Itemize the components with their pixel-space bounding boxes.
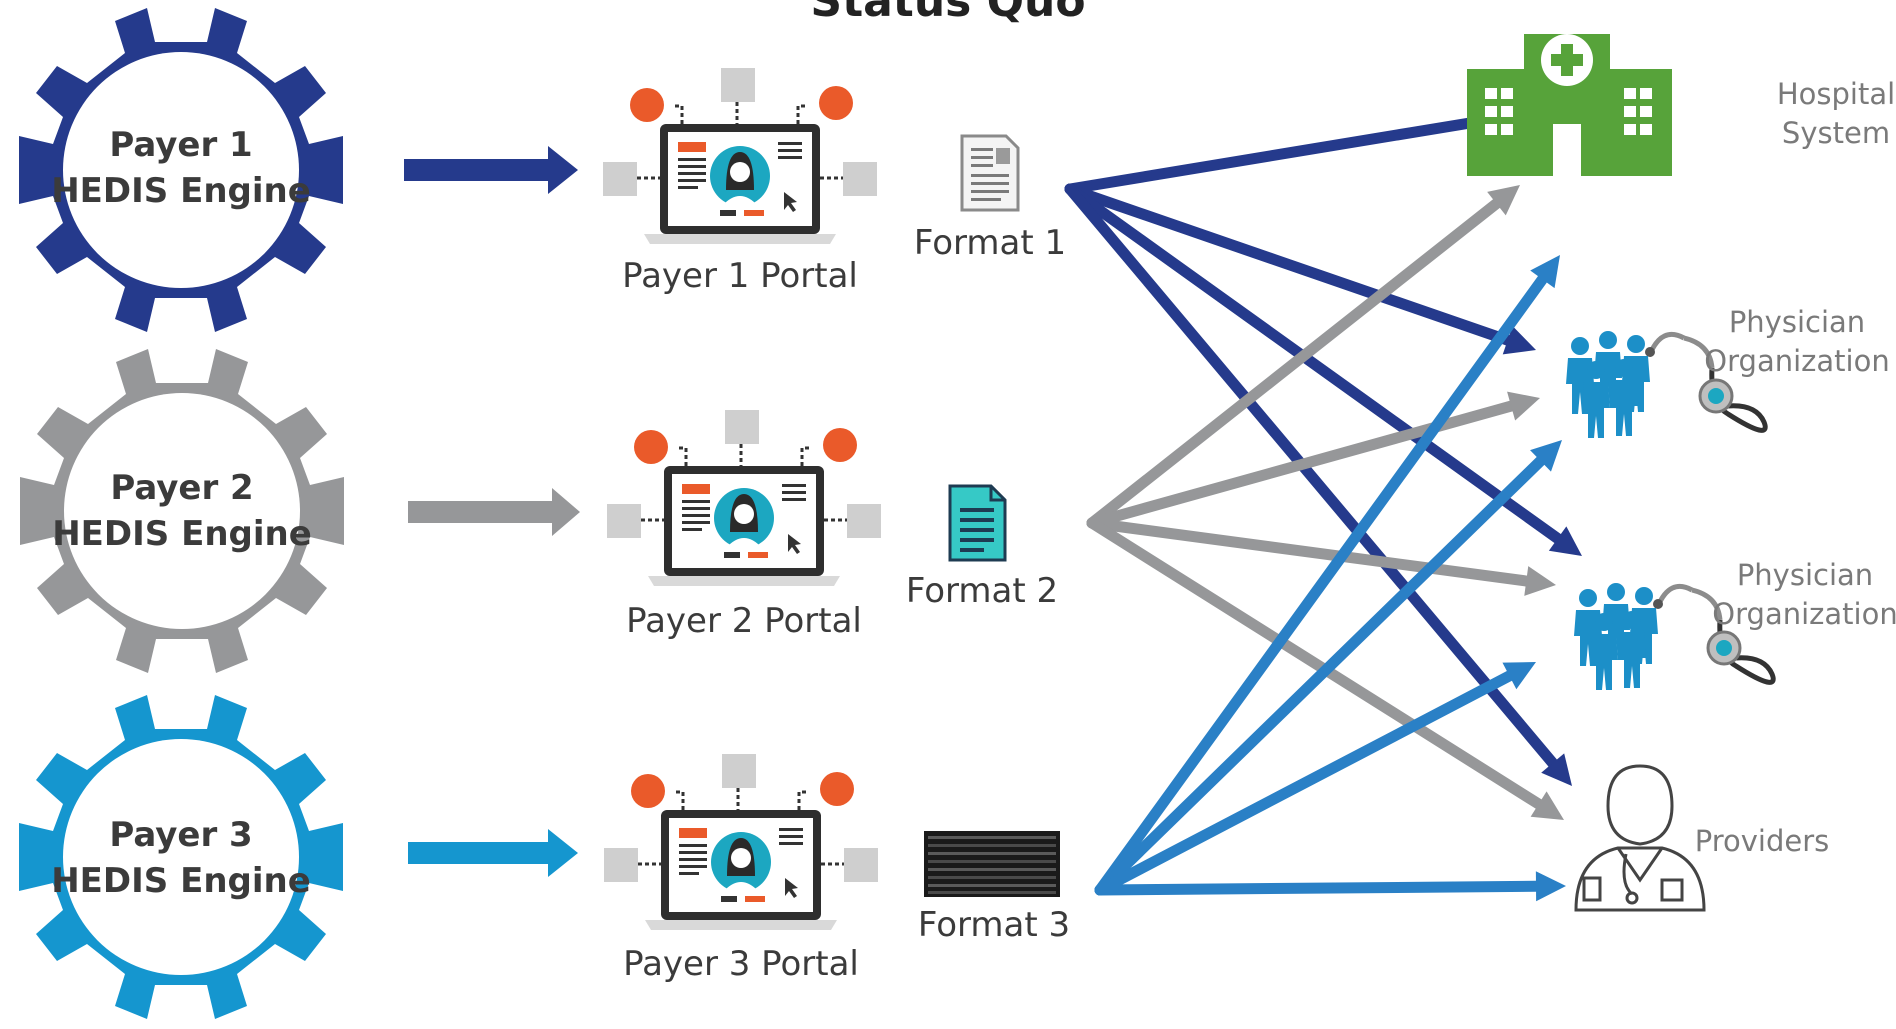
payer-3-portal-label: Payer 3 Portal [623,944,859,984]
physician-organization-icon [1574,583,1776,690]
format-2-to-physician-org-2-arrow [1086,517,1556,596]
physician-org-2-label-line1: Physician [1737,558,1873,592]
physician-organization-icon [1566,331,1768,438]
payer-1-portal-label: Payer 1 Portal [622,256,858,296]
format-3-to-physician-org-2-arrow [1094,662,1536,896]
format-2-file-icon [948,484,1007,562]
format-2-label: Format 2 [906,571,1058,611]
payer-1-to-portal-arrow [404,146,578,194]
physician-org-2-label-line2: Organization [1712,597,1896,631]
payer-2-row: Payer 2 HEDIS Engine [20,349,1058,673]
doctor-icon [1574,764,1706,912]
physician-org-1-label-line1: Physician [1729,305,1865,339]
hospital-icon [1467,34,1672,176]
payer-1-engine-label: HEDIS Engine [51,171,311,211]
physician-org-1-label-line2: Organization [1704,344,1889,378]
payer-2-portal-label: Payer 2 Portal [626,601,862,641]
hospital-label-line2: System [1782,116,1890,150]
payer-3-name: Payer 3 [109,815,252,855]
payer-3-engine-label: HEDIS Engine [51,861,311,901]
payer-1-row: Payer 1 HEDIS Engine [19,8,1066,332]
payer-1-portal-icon [603,68,877,244]
diagram-title: Status Quo [810,0,1085,27]
format-2-to-providers-arrow [1086,517,1564,820]
format-3-to-providers-arrow [1094,871,1566,902]
destination-providers: Providers [1574,764,1830,912]
providers-label: Providers [1695,824,1830,858]
payer-1-name: Payer 1 [109,125,252,165]
format-1-to-physician-org-2-arrow [1064,183,1582,556]
format-3-label: Format 3 [918,905,1070,945]
payer-3-row: Payer 3 HEDIS Engine [19,695,1070,1019]
format-3-to-physician-org-1-arrow [1094,440,1562,896]
format-1-label: Format 1 [914,223,1066,263]
format-1-document-icon [960,134,1020,212]
destination-hospital-system: Hospital System [1467,34,1895,176]
payer-2-name: Payer 2 [110,468,253,508]
payer-3-to-portal-arrow [408,829,578,877]
distribution-arrows [1064,108,1582,902]
format-1-to-physician-org-1-arrow [1064,183,1536,355]
payer-3-portal-icon [604,754,878,930]
format-2-to-physician-org-1-arrow [1086,391,1540,529]
payer-2-to-portal-arrow [408,488,580,536]
format-1-to-providers-arrow [1064,183,1572,786]
payer-2-engine-label: HEDIS Engine [52,514,312,554]
format-3-to-hospital-arrow [1094,255,1560,896]
format-1-to-hospital-arrow [1064,108,1500,195]
format-3-data-strip-icon [924,831,1060,897]
payer-3-gear: Payer 3 HEDIS Engine [19,695,343,1019]
payer-2-portal-icon [607,410,881,586]
destination-physician-organization-1: Physician Organization [1566,305,1890,438]
format-2-to-hospital-arrow [1086,185,1520,529]
hospital-label-line1: Hospital [1777,77,1895,111]
destination-physician-organization-2: Physician Organization [1574,558,1896,690]
payer-1-gear: Payer 1 HEDIS Engine [19,8,343,332]
payer-2-gear: Payer 2 HEDIS Engine [20,349,344,673]
